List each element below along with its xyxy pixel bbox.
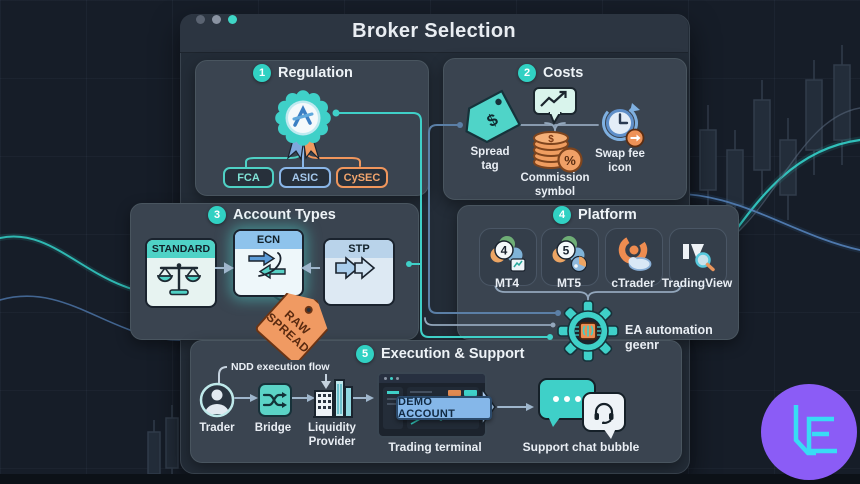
trader-label: Trader [199,422,235,434]
account-types-header: 3 Account Types [208,206,336,224]
bridge-label: Bridge [254,422,292,434]
brand-logo [761,384,857,480]
account-card-standard: STANDARD [145,238,217,308]
regulator-pill-fca: FCA [223,167,274,188]
section-title: Account Types [233,207,336,223]
bridge-icon [258,383,292,417]
demo-account-banner: DEMO ACCOUNT [396,396,492,420]
number-badge: 1 [253,64,271,82]
section-title: Regulation [278,65,353,81]
platform-header: 4 Platform [553,206,637,224]
scales-icon [157,263,201,296]
regulation-header: 1 Regulation [253,64,353,82]
section-title: Execution & Support [381,346,525,362]
window-control-dot[interactable] [228,15,237,24]
support-chat-label: Support chat bubble [522,440,640,454]
certificate-rosette-icon [275,90,331,161]
execution-header: 5 Execution & Support [356,345,524,363]
account-card-ecn: ECN [233,229,304,297]
swap-fee-label: Swap fee icon [595,148,645,174]
regulator-pill-cysec: CySEC [336,167,388,188]
headset-glyph [594,402,614,424]
ndd-flow-label: NDD execution flow [227,360,334,375]
window-titlebar [180,14,688,53]
chart-bubble-icon [533,87,577,126]
regulator-pill-asic: ASIC [279,167,331,188]
mt4-label: MT4 [495,276,519,290]
coins-icon: $ % [533,131,583,173]
bottom-strip [0,474,860,484]
number-badge: 5 [356,345,374,363]
window-control-dot[interactable] [196,15,205,24]
account-card-stp: STP [323,238,395,306]
card-header: ECN [235,231,302,249]
window-control-dot[interactable] [212,15,221,24]
gear-label: EA automation geenr [625,323,713,352]
mt4-icon: 4 [490,236,526,272]
liquidity-provider-label: Liquidity Provider [308,422,356,448]
tradingview-label: TradingView [661,276,733,290]
liquidity-provider-icon [313,379,353,418]
card-header: STP [325,240,393,258]
tradingview-icon [683,244,715,272]
trader-icon [199,382,235,418]
number-badge: 2 [518,64,536,82]
trading-terminal-label: Trading terminal [388,440,482,454]
svg-text:4: 4 [501,244,508,258]
svg-text:$: $ [548,134,554,145]
tag-hole [303,304,314,315]
stp-arrows-icon [335,256,376,280]
number-badge: 4 [553,206,571,224]
page-title: Broker Selection [352,20,516,42]
section-title: Costs [543,65,584,81]
account-flow-arrows [215,262,320,274]
ctrader-icon [618,235,652,271]
ctrader-label: cTrader [611,276,655,290]
costs-header: 2 Costs [518,64,583,82]
svg-text:%: % [564,153,576,168]
section-title: Platform [578,207,637,223]
clock-swap-icon [602,103,645,148]
mt5-icon: 5 [552,236,588,273]
number-badge: 3 [208,206,226,224]
card-header: STANDARD [147,240,215,258]
ctrader-tile [605,228,663,286]
svg-text:5: 5 [563,244,570,258]
mt5-label: MT5 [557,276,581,290]
ecn-arrows-icon [248,250,286,280]
spread-tag-label: Spread tag [470,146,510,172]
headset-chat-icon [582,392,626,439]
commission-label: Commission symbol [520,172,590,198]
magnifier-icon [695,252,711,268]
gear-chip-icon [557,300,619,362]
price-tag-icon: $ [465,89,522,144]
percent-badge [557,147,583,173]
